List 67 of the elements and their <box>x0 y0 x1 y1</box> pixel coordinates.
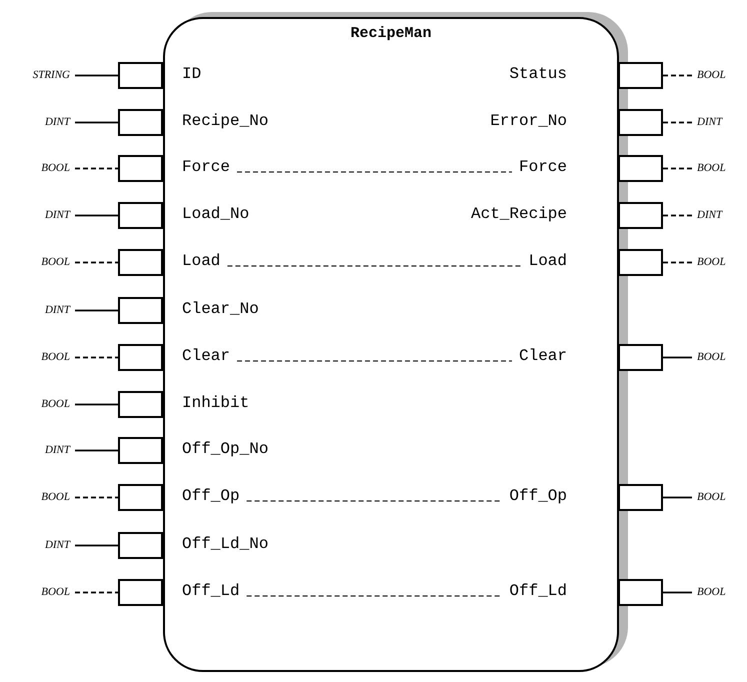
pin-box <box>118 344 163 371</box>
pin-name: Off_Op <box>509 486 567 506</box>
pin-name: Recipe_No <box>182 111 268 131</box>
connection-line <box>663 262 692 264</box>
connection-line <box>75 74 118 76</box>
connection-line <box>663 74 692 76</box>
pin-box <box>618 484 663 511</box>
data-type-label: BOOL <box>41 161 70 175</box>
data-type-label: BOOL <box>41 585 70 599</box>
connection-line <box>75 356 118 358</box>
pin-box <box>118 155 163 182</box>
connection-line <box>75 592 118 594</box>
pin-box <box>118 202 163 229</box>
connection-line <box>75 168 118 170</box>
data-type-label: BOOL <box>697 350 726 364</box>
data-type-label: BOOL <box>41 255 70 269</box>
data-type-label: BOOL <box>41 490 70 504</box>
data-type-label: BOOL <box>697 585 726 599</box>
data-type-label: BOOL <box>41 350 70 364</box>
data-type-label: DINT <box>44 443 70 457</box>
pin-name: Off_Op <box>182 486 240 506</box>
internal-link-line <box>236 360 512 362</box>
pin-name: Off_Op_No <box>182 439 268 459</box>
data-type-label: DINT <box>44 208 70 222</box>
data-type-label: DINT <box>44 115 70 129</box>
connection-line <box>75 262 118 264</box>
data-type-label: DINT <box>697 208 722 222</box>
pin-box <box>618 155 663 182</box>
connection-line <box>75 122 118 124</box>
pin-box <box>618 202 663 229</box>
connection-line <box>75 450 118 452</box>
data-type-label: DINT <box>44 303 70 317</box>
pin-box <box>118 391 163 418</box>
connection-line <box>75 404 118 406</box>
pin-box <box>118 62 163 89</box>
data-type-label: DINT <box>44 538 70 552</box>
connection-line <box>663 356 692 358</box>
pin-box <box>618 249 663 276</box>
pin-box <box>118 249 163 276</box>
connection-line <box>663 214 692 216</box>
data-type-label: STRING <box>32 68 70 82</box>
pin-box <box>618 344 663 371</box>
connection-line <box>663 122 692 124</box>
block-title: RecipeMan <box>350 25 432 42</box>
pin-name: Act_Recipe <box>470 204 567 224</box>
data-type-label: BOOL <box>697 161 726 175</box>
pin-box <box>118 579 163 606</box>
pin-box <box>118 484 163 511</box>
connection-line <box>75 496 118 498</box>
pin-box <box>118 109 163 136</box>
pin-box <box>618 579 663 606</box>
connection-line <box>663 496 692 498</box>
connection-line <box>75 214 118 216</box>
pin-box <box>618 62 663 89</box>
data-type-label: BOOL <box>697 255 726 269</box>
connection-line <box>663 592 692 594</box>
pin-box <box>118 532 163 559</box>
pin-box <box>118 297 163 324</box>
connection-line <box>75 310 118 312</box>
pin-box <box>118 437 163 464</box>
data-type-label: DINT <box>697 115 722 129</box>
data-type-label: BOOL <box>697 68 726 82</box>
connection-line <box>663 168 692 170</box>
connection-line <box>75 544 118 546</box>
data-type-label: BOOL <box>697 490 726 504</box>
pin-box <box>618 109 663 136</box>
data-type-label: BOOL <box>41 397 70 411</box>
